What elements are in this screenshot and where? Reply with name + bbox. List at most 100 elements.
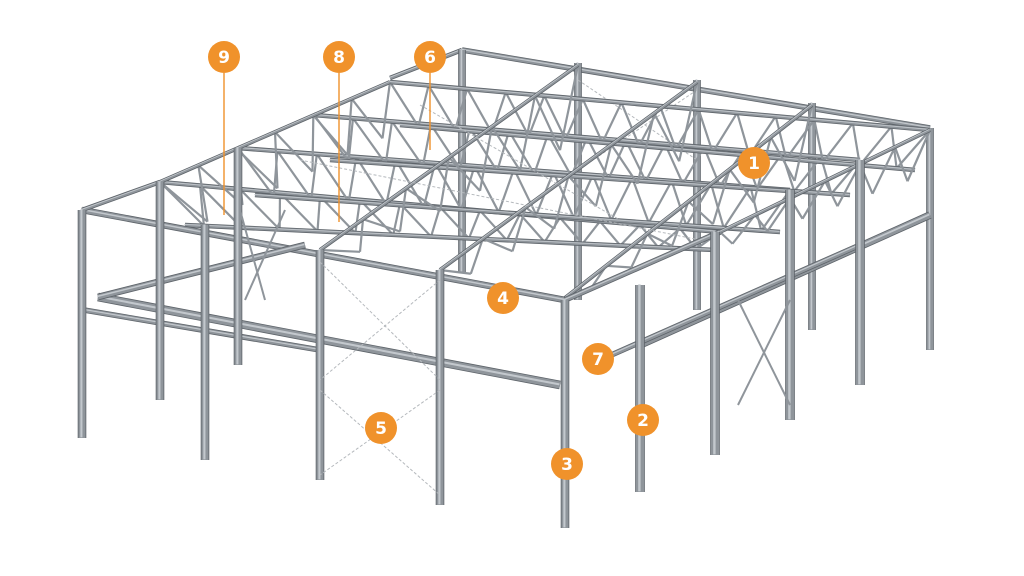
cross-truss-2-diag-2a — [405, 187, 441, 213]
long-truss-1-diag-12a — [639, 224, 660, 249]
long-truss-4-top-chord-face — [389, 80, 931, 132]
marker-8-circle — [323, 41, 355, 73]
long-truss-4-bottom-chord-face — [399, 123, 916, 172]
cross-truss-5-top-chord — [719, 128, 931, 234]
long-truss-2-diag-10a — [631, 177, 650, 224]
cross-truss-3-diag-4b — [636, 113, 656, 185]
back-brace-1a — [577, 79, 698, 161]
back-column-5 — [926, 127, 934, 350]
marker-2-circle — [627, 404, 659, 436]
long-truss-4-diag-13b — [895, 129, 931, 170]
front-column-6 — [435, 269, 445, 505]
front-brace-2 — [319, 279, 441, 381]
front-brace-4 — [319, 389, 441, 476]
cross-truss-4-top-chord-face — [564, 104, 813, 299]
long-truss-3-diag-4a — [469, 127, 499, 172]
cross-truss-3-diag-5b — [678, 81, 699, 162]
front-column-2 — [155, 181, 165, 400]
cross-truss-2-top-chord — [318, 63, 580, 252]
long-truss-1-diag-10b — [581, 220, 601, 245]
cross-truss-2 — [318, 63, 580, 253]
long-truss-4-diag-1b — [454, 88, 469, 131]
side-column-4 — [855, 159, 865, 385]
front-right-eave-beam — [563, 229, 722, 303]
long-truss-1-diag-3b — [316, 196, 322, 232]
marker-1-label: 1 — [748, 154, 760, 174]
cross-truss-4-diag-5a — [769, 136, 796, 182]
long-truss-1-diag-9b — [543, 217, 561, 243]
marker-9: 9 — [208, 41, 240, 73]
long-truss-1-diag-7a — [439, 206, 470, 240]
long-truss-1-diag-4b — [354, 199, 362, 234]
marker-6-label: 6 — [424, 48, 436, 68]
cross-truss-1-top-chord — [159, 80, 391, 184]
cross-truss-2-top-chord-face — [319, 64, 579, 251]
cross-truss-5-top-chord-highlight — [719, 129, 930, 232]
cross-truss-2-diag-4a — [491, 126, 521, 172]
front-column-7 — [560, 299, 570, 528]
long-truss-3-diag-5a — [508, 130, 536, 175]
marker-3-label: 3 — [561, 455, 573, 475]
long-truss-2-diag-9a — [591, 174, 613, 221]
long-truss-3-diag-2a — [391, 120, 424, 167]
cross-truss-2-diag-5a — [534, 95, 561, 151]
cross-truss-4-diag-1a — [606, 264, 632, 269]
long-truss-2-diag-12b — [722, 186, 752, 229]
marker-5: 5 — [365, 412, 397, 444]
cross-truss-3-top-chord-face — [439, 81, 698, 271]
long-truss-2-diag-6b — [497, 168, 516, 213]
long-truss-4-diag-7a — [658, 105, 677, 150]
long-truss-1-diag-8b — [505, 213, 521, 241]
cross-truss-3-diag-3b — [594, 144, 613, 207]
cross-truss-4-diag-3b — [711, 169, 731, 225]
long-truss-3-top-chord — [313, 112, 861, 163]
back-brace-1b — [577, 89, 698, 171]
long-truss-3-bottom-chord-face — [329, 158, 851, 197]
cross-truss-5-diag-0b — [731, 214, 756, 245]
long-truss-1-bottom-chord — [184, 222, 716, 253]
side-brace-2 — [737, 299, 791, 406]
cross-truss-1-diag-5a — [350, 97, 384, 140]
front-column-3 — [200, 224, 210, 460]
cross-truss-4-diag-5b — [793, 104, 814, 182]
cross-truss-3-diag-2b — [553, 175, 570, 230]
front-right-eave-beam-face — [564, 230, 721, 302]
cross-truss-5-diag-3a — [824, 180, 839, 207]
front-crane-beam — [97, 292, 561, 390]
side-column-3 — [785, 189, 795, 420]
long-truss-1-diag-6a — [399, 202, 432, 238]
marker-7-circle — [582, 343, 614, 375]
long-truss-4-diag-0b — [417, 85, 430, 127]
side-knee-bracing — [239, 209, 791, 406]
long-truss-3-bottom-chord-highlight — [329, 158, 850, 195]
cross-truss-4 — [563, 103, 814, 300]
long-truss-2-diag-10b — [647, 180, 673, 224]
long-truss-2-diag-7a — [513, 168, 538, 216]
marker-8: 8 — [323, 41, 355, 73]
front-crane-beam-highlight — [97, 295, 560, 386]
cross-truss-2-diag-1a — [362, 218, 401, 233]
marker-4: 4 — [487, 282, 519, 314]
cross-truss-4-diag-3a — [687, 200, 714, 225]
long-truss-2-diag-11b — [685, 183, 713, 226]
left-end-beam-face — [81, 180, 161, 212]
long-truss-3-top-chord-face — [313, 113, 861, 162]
long-truss-2-diag-3a — [355, 156, 388, 205]
cross-truss-5-diag-5a — [893, 146, 909, 182]
marker-3: 3 — [551, 448, 583, 480]
cross-truss-2-diag-0b — [358, 219, 365, 252]
front-wall-bracing — [319, 261, 441, 496]
cross-truss-5-diag-5b — [906, 129, 932, 182]
cross-truss-1-diag-4a — [312, 114, 349, 156]
long-truss-3-diag-7b — [607, 140, 628, 180]
cross-truss-1-diag-0b — [197, 165, 209, 222]
cross-truss-3-diag-2a — [525, 206, 555, 230]
long-truss-2-diag-3b — [385, 159, 397, 205]
cross-truss-5 — [719, 128, 932, 245]
long-truss-4-diag-5a — [581, 98, 604, 144]
marker-1-circle — [738, 147, 770, 179]
long-truss-2-diag-5a — [434, 162, 463, 211]
left-brace-1 — [239, 209, 266, 301]
front-brace-1 — [319, 261, 441, 381]
